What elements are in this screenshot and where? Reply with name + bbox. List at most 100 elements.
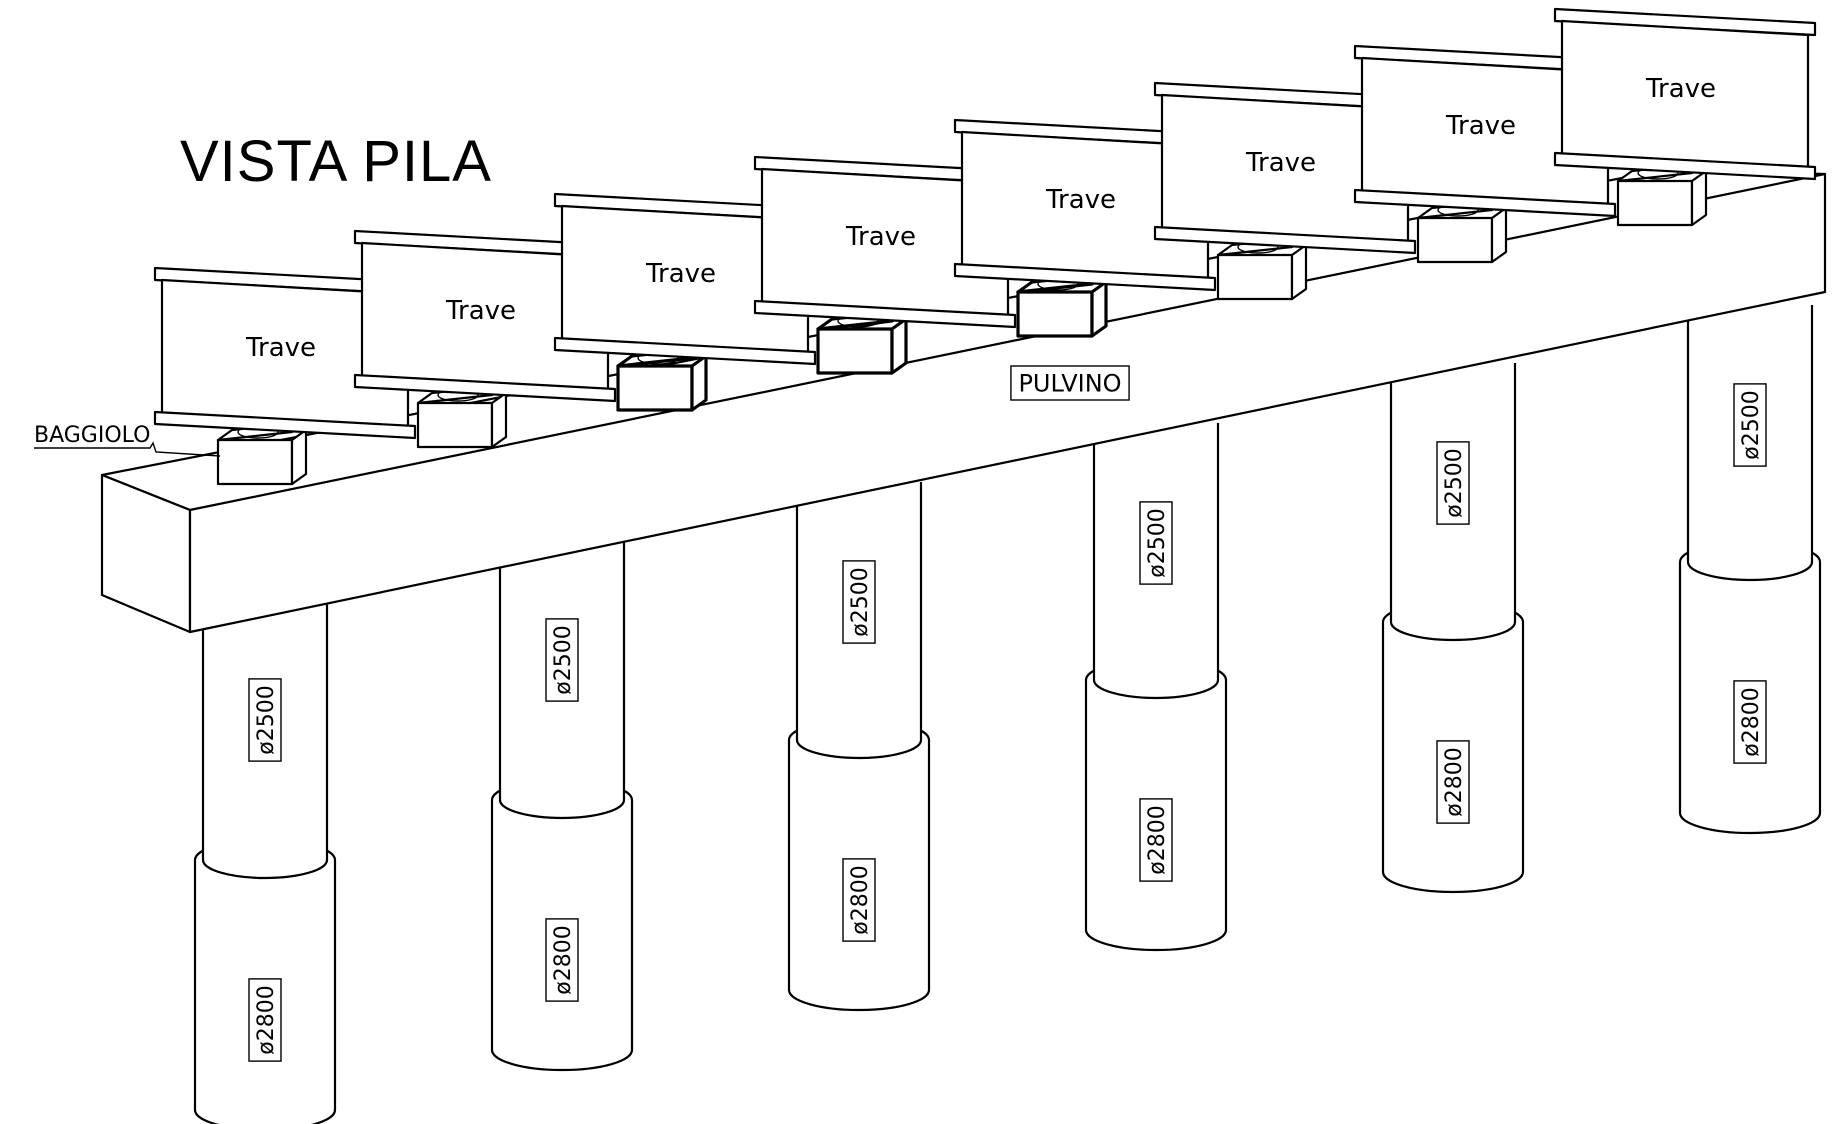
column-diameter-label-1-text: ø2500 <box>254 685 279 754</box>
plinth-side <box>490 391 508 449</box>
plinth-side <box>1090 280 1108 338</box>
beam-bottom-flange <box>753 299 1017 329</box>
column-diameter-label-4: ø2500 <box>1139 501 1173 585</box>
casing-diameter-label-4: ø2800 <box>1139 798 1173 882</box>
column-diameter-label-3: ø2500 <box>842 560 876 644</box>
casing-diameter-label-5: ø2800 <box>1436 740 1470 824</box>
plinth-front <box>1216 253 1294 301</box>
casing-diameter-label-6-frame <box>1733 680 1767 764</box>
column-diameter-label-6: ø2500 <box>1733 383 1767 467</box>
shaft-outline <box>795 482 923 760</box>
beam-label-3: Trave <box>645 259 716 289</box>
columns-layer <box>193 305 1822 1124</box>
beams-layer <box>153 7 1817 440</box>
beam-bottom-flange <box>353 373 617 403</box>
beam-bottom-flange <box>1353 188 1617 218</box>
shaft-outline <box>1389 363 1517 642</box>
plinth-front <box>616 364 694 412</box>
plinth-front <box>1416 216 1494 264</box>
column-diameter-label-4-frame <box>1139 501 1173 585</box>
plinth-side <box>290 428 308 486</box>
plinth-front <box>1616 179 1694 227</box>
column-diameter-label-5-text: ø2500 <box>1442 448 1467 517</box>
drawing-title: VISTA PILA <box>180 129 492 194</box>
bearing-plinth-1 <box>216 420 308 486</box>
plinth-side <box>1290 243 1308 301</box>
beam-4 <box>753 155 1017 329</box>
casing-diameter-label-3-text: ø2800 <box>848 865 873 934</box>
column-diameter-label-2-frame <box>545 618 579 702</box>
pier-cap-layer <box>100 168 1827 634</box>
casing-outline <box>1381 600 1525 894</box>
casing-diameter-label-4-frame <box>1139 798 1173 882</box>
pier-cap-label-frame <box>1010 365 1130 401</box>
plinth-side <box>890 317 908 375</box>
beam-bottom-flange <box>953 262 1217 292</box>
beam-7 <box>1353 44 1617 218</box>
column-diameter-label-6-text: ø2500 <box>1739 390 1764 459</box>
beam-2 <box>353 229 617 403</box>
bearing-plinths-layer <box>216 161 1708 486</box>
casing-diameter-label-1-text: ø2800 <box>254 985 279 1054</box>
casing-diameter-label-6: ø2800 <box>1733 680 1767 764</box>
beam-label-2: Trave <box>445 296 516 326</box>
plinth-front <box>416 401 494 449</box>
plinth-side <box>690 354 708 412</box>
beam-label-5: Trave <box>1045 185 1116 215</box>
column-diameter-label-3-frame <box>842 560 876 644</box>
column-diameter-label-4-text: ø2500 <box>1145 508 1170 577</box>
casing-diameter-label-3-frame <box>842 858 876 942</box>
plinth-side <box>1490 206 1508 264</box>
column-diameter-label-3-text: ø2500 <box>848 567 873 636</box>
column-diameter-label-2: ø2500 <box>545 618 579 702</box>
casing-diameter-label-1: ø2800 <box>248 978 282 1062</box>
column-diameter-label-1: ø2500 <box>248 678 282 762</box>
column-diameter-label-5-frame <box>1436 441 1470 525</box>
casing-outline <box>193 838 337 1124</box>
pier-cap-label: PULVINO <box>1010 365 1130 401</box>
beam-6 <box>1153 81 1417 255</box>
beam-3 <box>553 192 817 366</box>
column-1 <box>193 600 337 1124</box>
column-5 <box>1381 363 1525 894</box>
shaft-outline <box>1092 423 1220 700</box>
casing-diameter-label-2-text: ø2800 <box>551 925 576 994</box>
casing-diameter-label-2-frame <box>545 918 579 1002</box>
bearing-plinth-7 <box>1416 198 1508 264</box>
plinth-front <box>816 327 894 375</box>
bearing-plinth-3 <box>616 346 708 412</box>
column-diameter-label-6-frame <box>1733 383 1767 467</box>
beam-top-flange <box>1553 7 1817 37</box>
column-diameter-label-5: ø2500 <box>1436 441 1470 525</box>
casing-diameter-label-2: ø2800 <box>545 918 579 1002</box>
casing-diameter-label-4-text: ø2800 <box>1145 805 1170 874</box>
bearing-plinth-leader <box>34 441 221 457</box>
beam-5 <box>953 118 1217 292</box>
beam-label-8: Trave <box>1645 74 1716 104</box>
casing-outline <box>787 718 931 1012</box>
shaft-outline <box>1686 305 1814 582</box>
casing-diameter-label-5-text: ø2800 <box>1442 747 1467 816</box>
beam-label-1: Trave <box>245 333 316 363</box>
shaft-outline <box>498 540 626 820</box>
casing-diameter-label-1-frame <box>248 978 282 1062</box>
beam-label-7: Trave <box>1445 111 1516 141</box>
shaft-outline <box>201 600 329 880</box>
bearing-plinth-label: BAGGIOLO <box>34 423 150 448</box>
pier-cap-label-text: PULVINO <box>1018 370 1121 398</box>
casing-outline <box>490 778 634 1072</box>
column-3 <box>787 482 931 1012</box>
column-4 <box>1084 423 1228 952</box>
beam-label-4: Trave <box>845 222 916 252</box>
plinth-front <box>216 438 294 486</box>
beam-8 <box>1553 7 1817 181</box>
beam-label-6: Trave <box>1245 148 1316 178</box>
column-6 <box>1678 305 1822 835</box>
labels-layer: ø2500 ø2800 ø2500 ø2800 ø2500 ø2800 ø2500 ø2800… <box>34 74 1767 1062</box>
beam-bottom-flange <box>153 410 417 440</box>
plinth-side <box>1690 169 1708 227</box>
casing-diameter-label-5-frame <box>1436 740 1470 824</box>
casing-diameter-label-3: ø2800 <box>842 858 876 942</box>
casing-outline <box>1084 658 1228 952</box>
